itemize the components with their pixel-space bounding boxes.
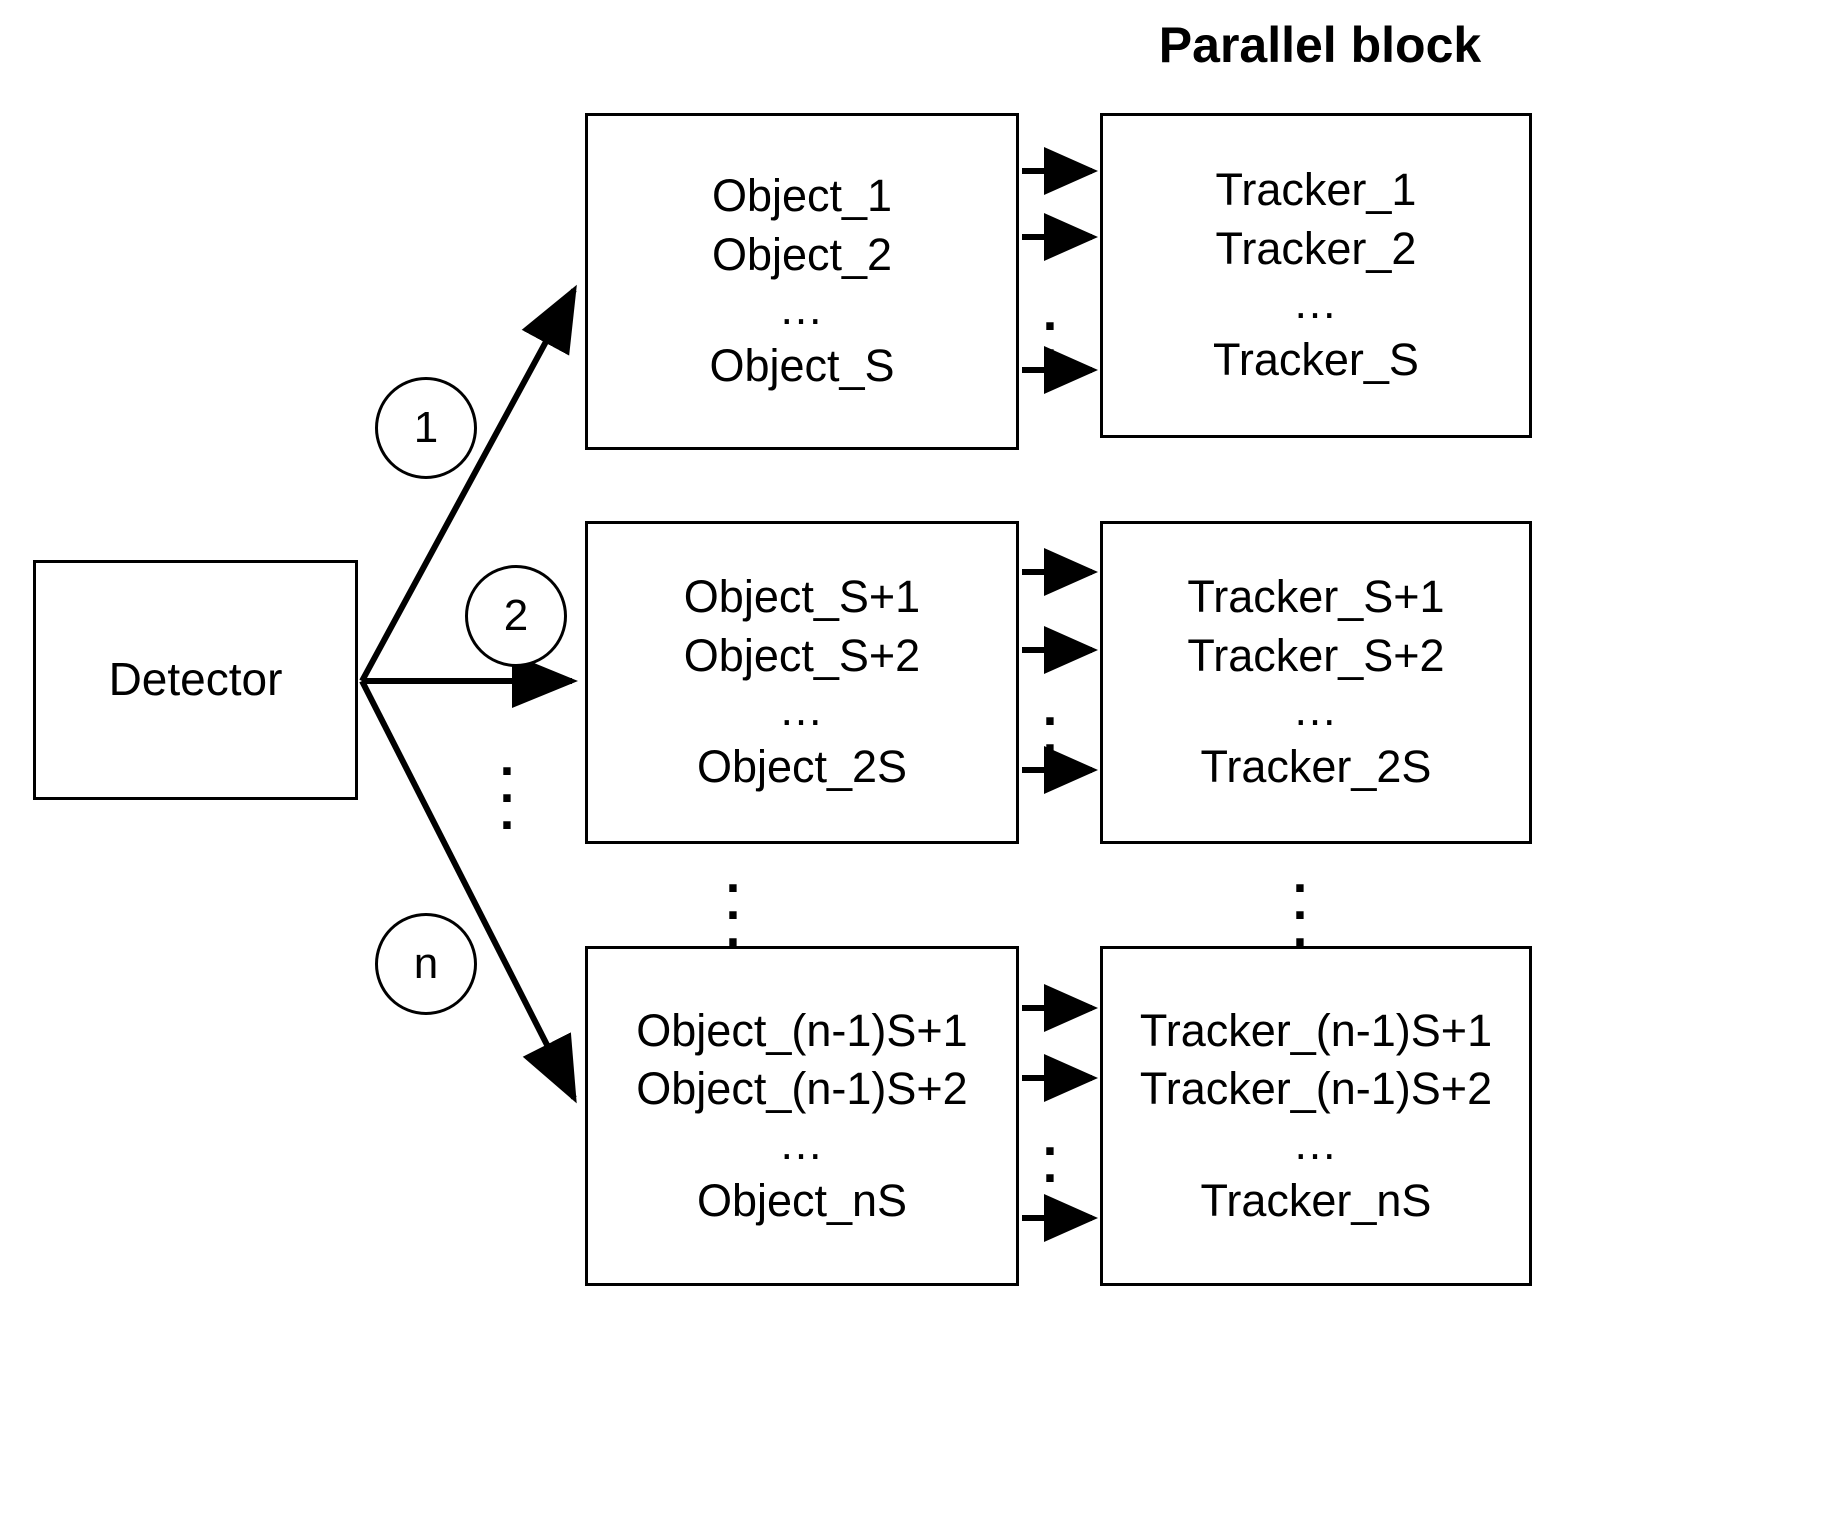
branch-label-2: 2 bbox=[465, 565, 567, 667]
object-item: Object_(n-1)S+1 bbox=[636, 1004, 968, 1056]
branch-arrow-n bbox=[359, 679, 577, 1104]
page-title: Parallel block bbox=[1158, 17, 1482, 73]
object-ellipsis: … bbox=[778, 684, 826, 736]
branch-label-n: n bbox=[375, 913, 477, 1015]
tracker-block-row-2[interactable]: Tracker_S+1 Tracker_S+2 … Tracker_2S bbox=[1100, 521, 1532, 844]
vertical-ellipsis-connectors-row-1: ... bbox=[1042, 284, 1058, 397]
object-block-row-n[interactable]: Object_(n-1)S+1 Object_(n-1)S+2 … Object… bbox=[585, 946, 1019, 1286]
tracker-item: Tracker_S+1 bbox=[1187, 571, 1445, 623]
tracker-item: Tracker_1 bbox=[1215, 164, 1417, 216]
tracker-item: Tracker_2S bbox=[1200, 741, 1432, 793]
object-block-row-2[interactable]: Object_S+1 Object_S+2 … Object_2S bbox=[585, 521, 1019, 844]
tracker-block-row-1[interactable]: Tracker_1 Tracker_2 … Tracker_S bbox=[1100, 113, 1532, 438]
object-ellipsis: … bbox=[778, 1117, 826, 1169]
branch-label-2-text: 2 bbox=[503, 591, 529, 640]
object-item: Object_2S bbox=[696, 741, 908, 793]
vertical-ellipsis-connectors-row-2: ... bbox=[1042, 679, 1058, 792]
tracker-item: Tracker_nS bbox=[1200, 1174, 1432, 1226]
object-item: Object_S bbox=[709, 340, 895, 392]
tracker-block-row-n[interactable]: Tracker_(n-1)S+1 Tracker_(n-1)S+2 … Trac… bbox=[1100, 946, 1532, 1286]
object-item: Object_(n-1)S+2 bbox=[636, 1063, 968, 1115]
vertical-ellipsis-object-column: ... bbox=[725, 846, 741, 959]
branch-label-1: 1 bbox=[375, 377, 477, 479]
detector-label: Detector bbox=[108, 653, 283, 706]
tracker-item: Tracker_(n-1)S+2 bbox=[1139, 1063, 1493, 1115]
vertical-ellipsis-branches: ... bbox=[499, 729, 515, 842]
vertical-ellipsis-tracker-column: ... bbox=[1292, 846, 1308, 959]
object-item: Object_nS bbox=[696, 1174, 908, 1226]
tracker-ellipsis: … bbox=[1292, 1117, 1340, 1169]
vertical-ellipsis-connectors-row-n: ... bbox=[1042, 1109, 1058, 1222]
tracker-item: Tracker_2 bbox=[1215, 222, 1417, 274]
branch-label-1-text: 1 bbox=[413, 403, 439, 452]
tracker-ellipsis: … bbox=[1292, 277, 1340, 329]
branch-label-n-text: n bbox=[413, 939, 439, 988]
object-item: Object_S+2 bbox=[683, 629, 921, 681]
object-block-row-1[interactable]: Object_1 Object_2 … Object_S bbox=[585, 113, 1019, 450]
object-item: Object_S+1 bbox=[683, 571, 921, 623]
tracker-item: Tracker_S+2 bbox=[1187, 629, 1445, 681]
tracker-item: Tracker_(n-1)S+1 bbox=[1139, 1004, 1493, 1056]
object-item: Object_2 bbox=[711, 228, 893, 280]
tracker-ellipsis: … bbox=[1292, 684, 1340, 736]
detector-block[interactable]: Detector bbox=[33, 560, 358, 800]
object-item: Object_1 bbox=[711, 170, 893, 222]
object-ellipsis: … bbox=[778, 283, 826, 335]
tracker-item: Tracker_S bbox=[1213, 334, 1419, 386]
